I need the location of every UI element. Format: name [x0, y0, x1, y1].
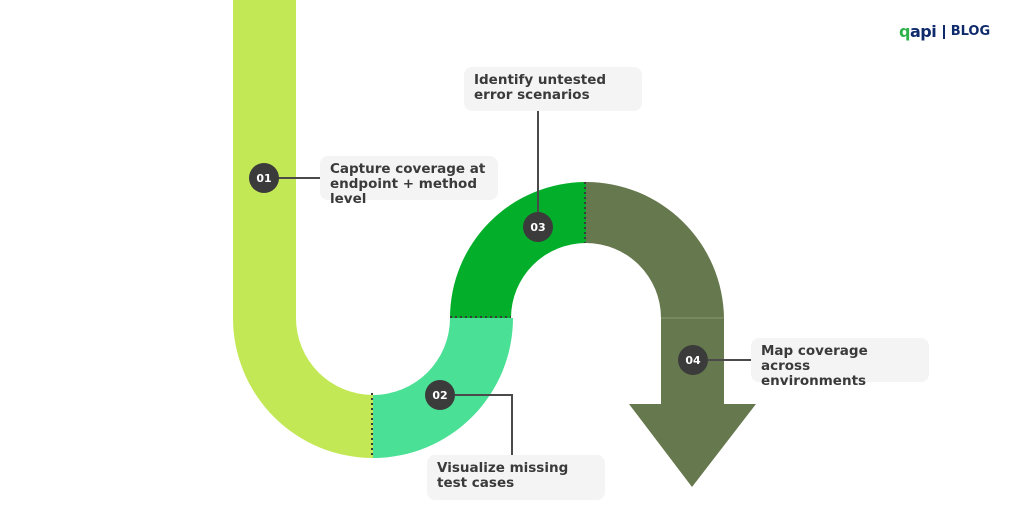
connector-step-3 — [537, 110, 539, 214]
step-4-callout: Map coverage across environments — [751, 338, 929, 389]
brand-logo[interactable]: qapi BLOG — [899, 22, 990, 41]
connector-step-2-vertical — [511, 394, 513, 456]
step-1-callout: Capture coverage at endpoint + method le… — [320, 156, 498, 207]
qapi-logo: qapi — [899, 22, 937, 41]
connector-step-1 — [277, 177, 321, 179]
brand-separator — [943, 24, 945, 39]
connector-step-4 — [708, 359, 751, 361]
step-2-callout: Visualize missing test cases — [427, 455, 605, 500]
step-3-callout: Identify untested error scenarios — [464, 67, 642, 111]
connector-step-2 — [455, 394, 512, 396]
step-2-badge: 02 — [425, 380, 455, 410]
step-4-badge: 04 — [678, 345, 708, 375]
blog-label: BLOG — [950, 24, 991, 39]
step-3-badge: 03 — [523, 212, 553, 242]
segment-step-3 — [450, 182, 586, 318]
segment-step-1 — [233, 0, 373, 458]
step-1-badge: 01 — [249, 163, 279, 193]
segment-step-4 — [586, 182, 756, 487]
